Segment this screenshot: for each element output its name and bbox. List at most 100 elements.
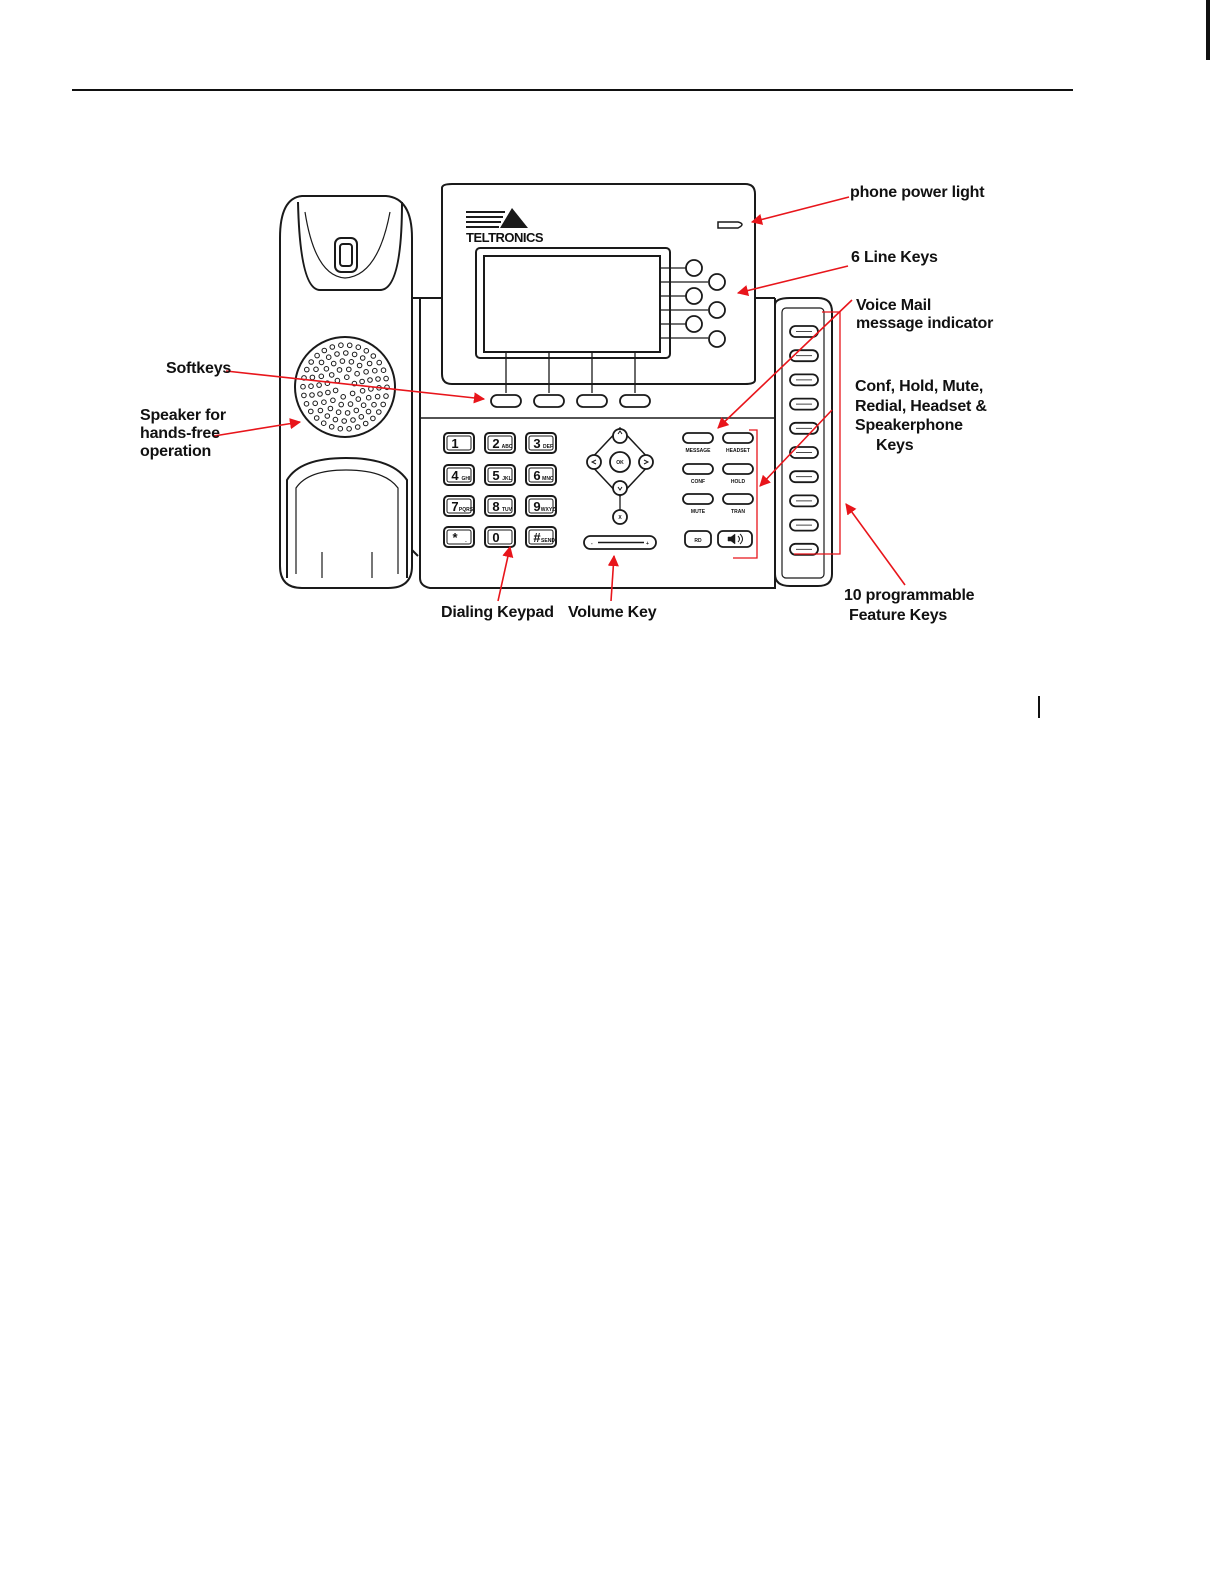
keypad-key-label: 7 xyxy=(451,499,458,514)
keypad-key-label: 3 xyxy=(533,436,540,451)
grille-hole xyxy=(348,359,355,365)
keypad-key-label: 5 xyxy=(492,468,499,483)
grille-hole xyxy=(317,407,324,414)
speaker-grille xyxy=(294,336,396,438)
callout-power-light: phone power light xyxy=(850,184,985,202)
redial-button[interactable] xyxy=(684,530,712,548)
function-key-label: MUTE xyxy=(691,509,706,515)
function-key-message[interactable]: MESSAGE xyxy=(682,432,714,454)
function-keys: MESSAGE HEADSET CONF HOLD MUTE TRAN xyxy=(682,432,754,515)
volume-key[interactable] xyxy=(583,535,657,550)
line-key-5[interactable] xyxy=(685,315,703,333)
arrow-volume-key xyxy=(607,554,619,602)
grille-hole xyxy=(340,394,347,400)
grille-hole xyxy=(332,387,339,394)
arrow-voicemail xyxy=(717,299,853,429)
line-key-3[interactable] xyxy=(685,287,703,305)
grille-hole xyxy=(375,376,381,382)
callout-speaker-line3: operation xyxy=(140,443,212,460)
grille-hole xyxy=(362,420,369,427)
nav-right-button[interactable] xyxy=(638,454,654,470)
grille-hole xyxy=(346,426,352,432)
softkey-1[interactable] xyxy=(490,394,522,408)
grille-hole xyxy=(370,415,376,422)
line-key-1[interactable] xyxy=(685,259,703,277)
keypad-key-sublabel: . xyxy=(465,538,467,544)
feature-key-10[interactable] xyxy=(789,542,819,556)
feature-key-8[interactable] xyxy=(789,494,819,508)
grille-hole xyxy=(312,400,319,407)
feature-key-6[interactable] xyxy=(789,446,819,459)
cancel-button[interactable] xyxy=(612,509,628,525)
keypad-key-1[interactable]: 1 xyxy=(443,432,475,454)
callout-conf-keys: Conf, Hold, Mute, Redial, Headset & Spea… xyxy=(855,377,987,455)
nav-left-button[interactable] xyxy=(586,454,602,470)
feature-key-7[interactable] xyxy=(789,470,819,484)
grille-hole xyxy=(321,399,327,406)
keypad-key-12[interactable]: #SEND xyxy=(525,526,557,548)
grille-hole xyxy=(363,348,370,354)
grille-hole xyxy=(376,409,382,415)
grille-hole xyxy=(309,374,316,381)
callout-line-keys-text: 6 Line Keys xyxy=(851,249,938,266)
feature-key-4[interactable] xyxy=(789,397,819,411)
function-key-mute[interactable]: MUTE xyxy=(682,493,714,515)
softkey-3[interactable] xyxy=(576,394,608,408)
page-edge-mark xyxy=(1206,0,1210,60)
feature-key-1[interactable] xyxy=(789,325,819,338)
function-key-label: HOLD xyxy=(731,479,746,485)
grille-hole xyxy=(308,383,314,390)
grille-hole xyxy=(338,342,344,349)
function-key-tran[interactable]: TRAN xyxy=(722,493,754,515)
keypad-key-sublabel: SEND xyxy=(541,538,555,544)
line-key-2[interactable] xyxy=(708,273,726,291)
keypad-key-11[interactable]: 0 xyxy=(484,526,516,548)
grille-hole xyxy=(336,367,343,373)
arrow-speaker xyxy=(213,418,302,437)
nav-down-button[interactable] xyxy=(612,480,628,496)
callout-feature-line2: Feature Keys xyxy=(849,607,948,624)
function-key-hold[interactable]: HOLD xyxy=(722,463,754,485)
grille-hole xyxy=(384,384,390,391)
keypad-key-10[interactable]: *. xyxy=(443,526,475,548)
callout-arrows xyxy=(213,196,906,602)
grille-hole xyxy=(363,369,369,375)
grille-hole xyxy=(318,373,325,380)
callout-voicemail-line1: Voice Mail xyxy=(856,297,932,314)
softkey-2[interactable] xyxy=(533,394,565,408)
function-key-headset[interactable]: HEADSET xyxy=(722,432,754,454)
grille-hole xyxy=(300,383,306,390)
feature-key-9[interactable] xyxy=(789,518,819,532)
callout-power-light-text: phone power light xyxy=(850,184,985,201)
callout-feature-keys: 10 programmable Feature Keys xyxy=(844,586,975,626)
change-bar xyxy=(1038,696,1040,718)
grille-hole xyxy=(359,378,365,385)
line-key-6[interactable] xyxy=(708,330,726,348)
softkey-4[interactable] xyxy=(619,394,651,408)
grille-hole xyxy=(324,413,331,419)
grille-hole xyxy=(370,353,377,359)
function-key-label: CONF xyxy=(691,479,705,485)
grille-hole xyxy=(317,391,323,397)
nav-up-button[interactable] xyxy=(612,428,628,444)
grille-hole xyxy=(343,350,349,356)
grille-hole xyxy=(332,416,339,423)
grille-hole xyxy=(308,359,315,365)
grille-hole xyxy=(320,420,327,427)
grille-hole xyxy=(313,415,320,421)
grille-hole xyxy=(376,359,383,366)
line-key-4[interactable] xyxy=(708,301,726,319)
nav-ok-button[interactable] xyxy=(609,451,631,473)
function-key-conf[interactable]: CONF xyxy=(682,463,714,485)
feature-key-3[interactable] xyxy=(789,373,819,387)
keypad-key-label: 9 xyxy=(533,499,540,514)
